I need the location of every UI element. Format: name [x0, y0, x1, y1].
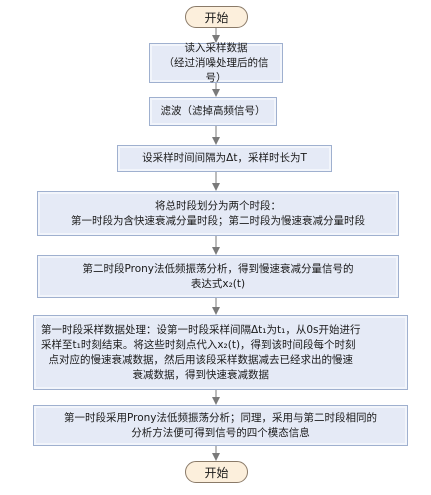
process1-line-4: 衰减数据，得到快速衰减数据 [132, 368, 270, 381]
filter-label: 滤波（滤掉高频信号） [160, 105, 266, 117]
split-line-2: 第一时段为含快速衰减分量时段；第二时段为慢速衰减分量时段 [71, 214, 365, 227]
read-data-box: 读入采样数据 （经过消噪处理后的信号） [149, 41, 283, 84]
prony-first-period-box: 第一时段采用Prony法低频振荡分析；同理，采用与第二时段相同的 分析方法便可得… [33, 405, 408, 446]
process1-line-2: 采样至t₁时刻结束。将这些时刻点代入x₂(t)，得到该时间段每个时刻 [41, 338, 356, 351]
process1-line-1: 第一时段采样数据处理：设第一时段采样间隔Δt₁为t₁，从0s开始进行 [41, 323, 361, 336]
read-data-line-2: （经过消噪处理后的信号） [163, 56, 269, 84]
end-label: 开始 [204, 465, 229, 480]
prony1-line-2: 分析方法便可得到信号的四个模态信息 [131, 426, 310, 439]
filter-box: 滤波（滤掉高频信号） [149, 97, 277, 126]
read-data-line-1: 读入采样数据 [184, 41, 248, 54]
start-terminal: 开始 [185, 6, 248, 28]
end-terminal: 开始 [185, 461, 248, 483]
process-first-period-box: 第一时段采样数据处理：设第一时段采样间隔Δt₁为t₁，从0s开始进行 采样至t₁… [33, 315, 408, 390]
split-line-1: 将总时段划分为两个时段： [155, 199, 281, 212]
start-label: 开始 [204, 10, 229, 25]
prony2-line-2: 表达式x₂(t) [190, 277, 246, 290]
process1-line-3: 点对应的慢速衰减数据，然后用该段采样数据减去已经求出的慢速 [48, 353, 354, 366]
set-interval-box: 设采样时间间隔为Δt，采样时长为T [117, 145, 332, 172]
split-periods-box: 将总时段划分为两个时段： 第一时段为含快速衰减分量时段；第二时段为慢速衰减分量时… [37, 191, 399, 236]
prony-second-period-box: 第二时段Prony法低频振荡分析，得到慢速衰减分量信号的 表达式x₂(t) [37, 255, 399, 298]
set-interval-label: 设采样时间间隔为Δt，采样时长为T [142, 152, 307, 164]
prony2-line-1: 第二时段Prony法低频振荡分析，得到慢速衰减分量信号的 [82, 262, 354, 275]
prony1-line-1: 第一时段采用Prony法低频振荡分析；同理，采用与第二时段相同的 [63, 411, 378, 424]
